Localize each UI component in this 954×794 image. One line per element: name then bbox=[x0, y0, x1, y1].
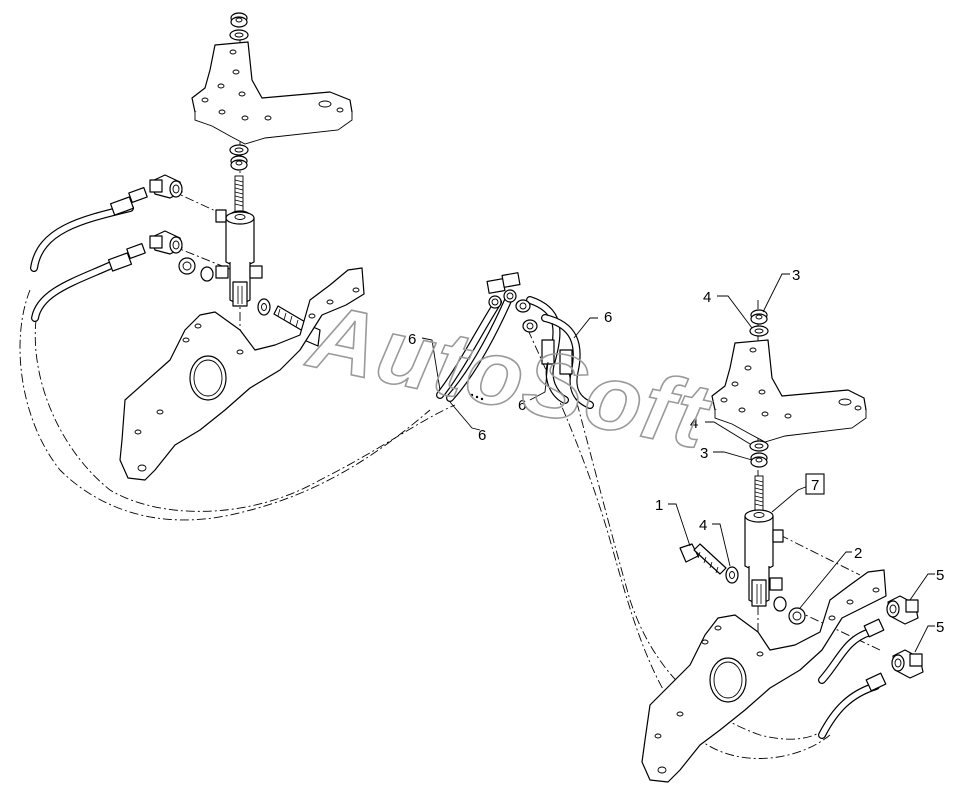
hose-right-upper bbox=[818, 618, 885, 684]
mid-nut-right bbox=[750, 452, 768, 468]
callout-6-left-lower: 6 bbox=[478, 427, 486, 444]
upper-bracket-left bbox=[191, 41, 353, 145]
top-washer-right bbox=[749, 325, 769, 337]
elbow-fitting-right-lower bbox=[891, 649, 924, 679]
hose-center-d bbox=[541, 314, 594, 409]
top-washer-left bbox=[229, 29, 249, 41]
callout-6-left-upper: 6 bbox=[408, 331, 416, 348]
lower-bracket-left bbox=[119, 267, 365, 481]
right-assembly bbox=[641, 309, 924, 783]
cylinder-left bbox=[215, 175, 263, 307]
center-hoses bbox=[436, 272, 594, 409]
upper-bracket-right bbox=[711, 339, 867, 443]
fitting-center-c bbox=[515, 299, 538, 333]
callout-7-box bbox=[805, 473, 825, 495]
washer-right-bolt bbox=[725, 566, 739, 584]
hose-right-lower bbox=[818, 672, 887, 739]
callout-3-top: 3 bbox=[792, 267, 800, 284]
callout-3-mid: 3 bbox=[700, 445, 708, 462]
callout-7: 7 bbox=[811, 477, 819, 494]
fitting-center-b bbox=[501, 272, 521, 303]
mid-nut-left bbox=[230, 155, 248, 171]
callout-4-mid: 4 bbox=[690, 415, 698, 432]
elbow-fitting-right-upper bbox=[886, 595, 919, 625]
hose-left-upper bbox=[30, 186, 148, 272]
elbow-fitting-left-upper bbox=[149, 174, 183, 199]
callout-labels: 6 6 6 6 3 4 4 3 7 1 4 2 5 5 bbox=[408, 267, 944, 636]
washer-left-bolt bbox=[257, 298, 271, 316]
mid-washer-left bbox=[229, 144, 249, 156]
left-assembly bbox=[30, 12, 365, 481]
callout-6-center: 6 bbox=[518, 397, 526, 414]
mid-washer-right bbox=[749, 440, 769, 452]
hose-left-lower bbox=[31, 242, 146, 322]
top-nut-left bbox=[230, 12, 248, 28]
bolt-right bbox=[679, 543, 727, 575]
hose-center-b bbox=[446, 292, 514, 402]
autosoft-watermark: AutoSoft bbox=[300, 284, 720, 469]
callout-5-upper: 5 bbox=[936, 567, 944, 584]
adapter-nut-left bbox=[178, 257, 214, 282]
callout-1: 1 bbox=[655, 497, 663, 514]
hose-center-a bbox=[436, 298, 502, 399]
callout-2: 2 bbox=[854, 545, 862, 562]
callout-4-low: 4 bbox=[699, 517, 707, 534]
cylinder-right bbox=[744, 475, 784, 607]
hose-center-c bbox=[526, 296, 569, 404]
callout-6-right: 6 bbox=[604, 309, 612, 326]
dot-marker bbox=[470, 393, 484, 401]
adapter-nut-right bbox=[773, 596, 806, 625]
top-nut-right bbox=[750, 309, 768, 325]
callout-leaders bbox=[421, 273, 935, 653]
lower-bracket-right bbox=[641, 569, 887, 783]
callout-5-lower: 5 bbox=[936, 619, 944, 636]
callout-4-top: 4 bbox=[703, 289, 711, 306]
elbow-fitting-left-lower bbox=[149, 230, 183, 255]
